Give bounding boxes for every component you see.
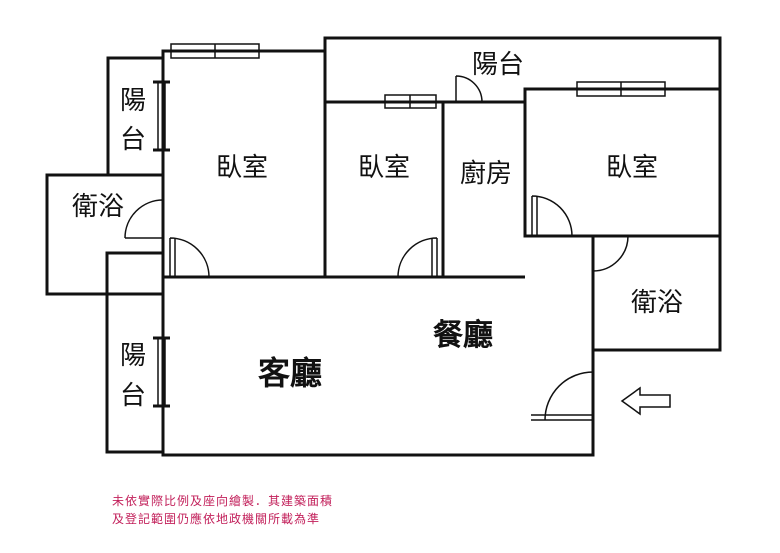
balcony-top-label: 陽台 (472, 50, 524, 80)
kitchen-label: 廚房 (460, 159, 512, 189)
dining-label: 餐廳 (433, 318, 493, 353)
disclaimer-line-1: 未依實際比例及座向繪製．其建築面積 (112, 494, 334, 508)
bathroom-right-label: 衛浴 (631, 288, 683, 318)
balcony-left-upper-label-2: 台 (120, 125, 146, 155)
disclaimer-line-2: 及登記範圍仍應依地政機關所載為準 (112, 512, 321, 526)
arrow-left-outline-icon (620, 386, 671, 416)
balcony-left-upper-label-1: 陽 (120, 86, 146, 116)
balcony-left-lower-label-1: 陽 (120, 341, 146, 371)
bedroom-right-label: 臥室 (606, 153, 658, 183)
balcony-left-lower-label-2: 台 (120, 381, 146, 411)
bedroom-left-label: 臥室 (216, 153, 268, 183)
walls (45, 36, 722, 457)
bedroom-middle-label: 臥室 (358, 153, 410, 183)
doors (124, 75, 629, 421)
living-label: 客廳 (258, 354, 322, 392)
windows (153, 43, 666, 408)
bathroom-left-label: 衛浴 (72, 192, 124, 222)
